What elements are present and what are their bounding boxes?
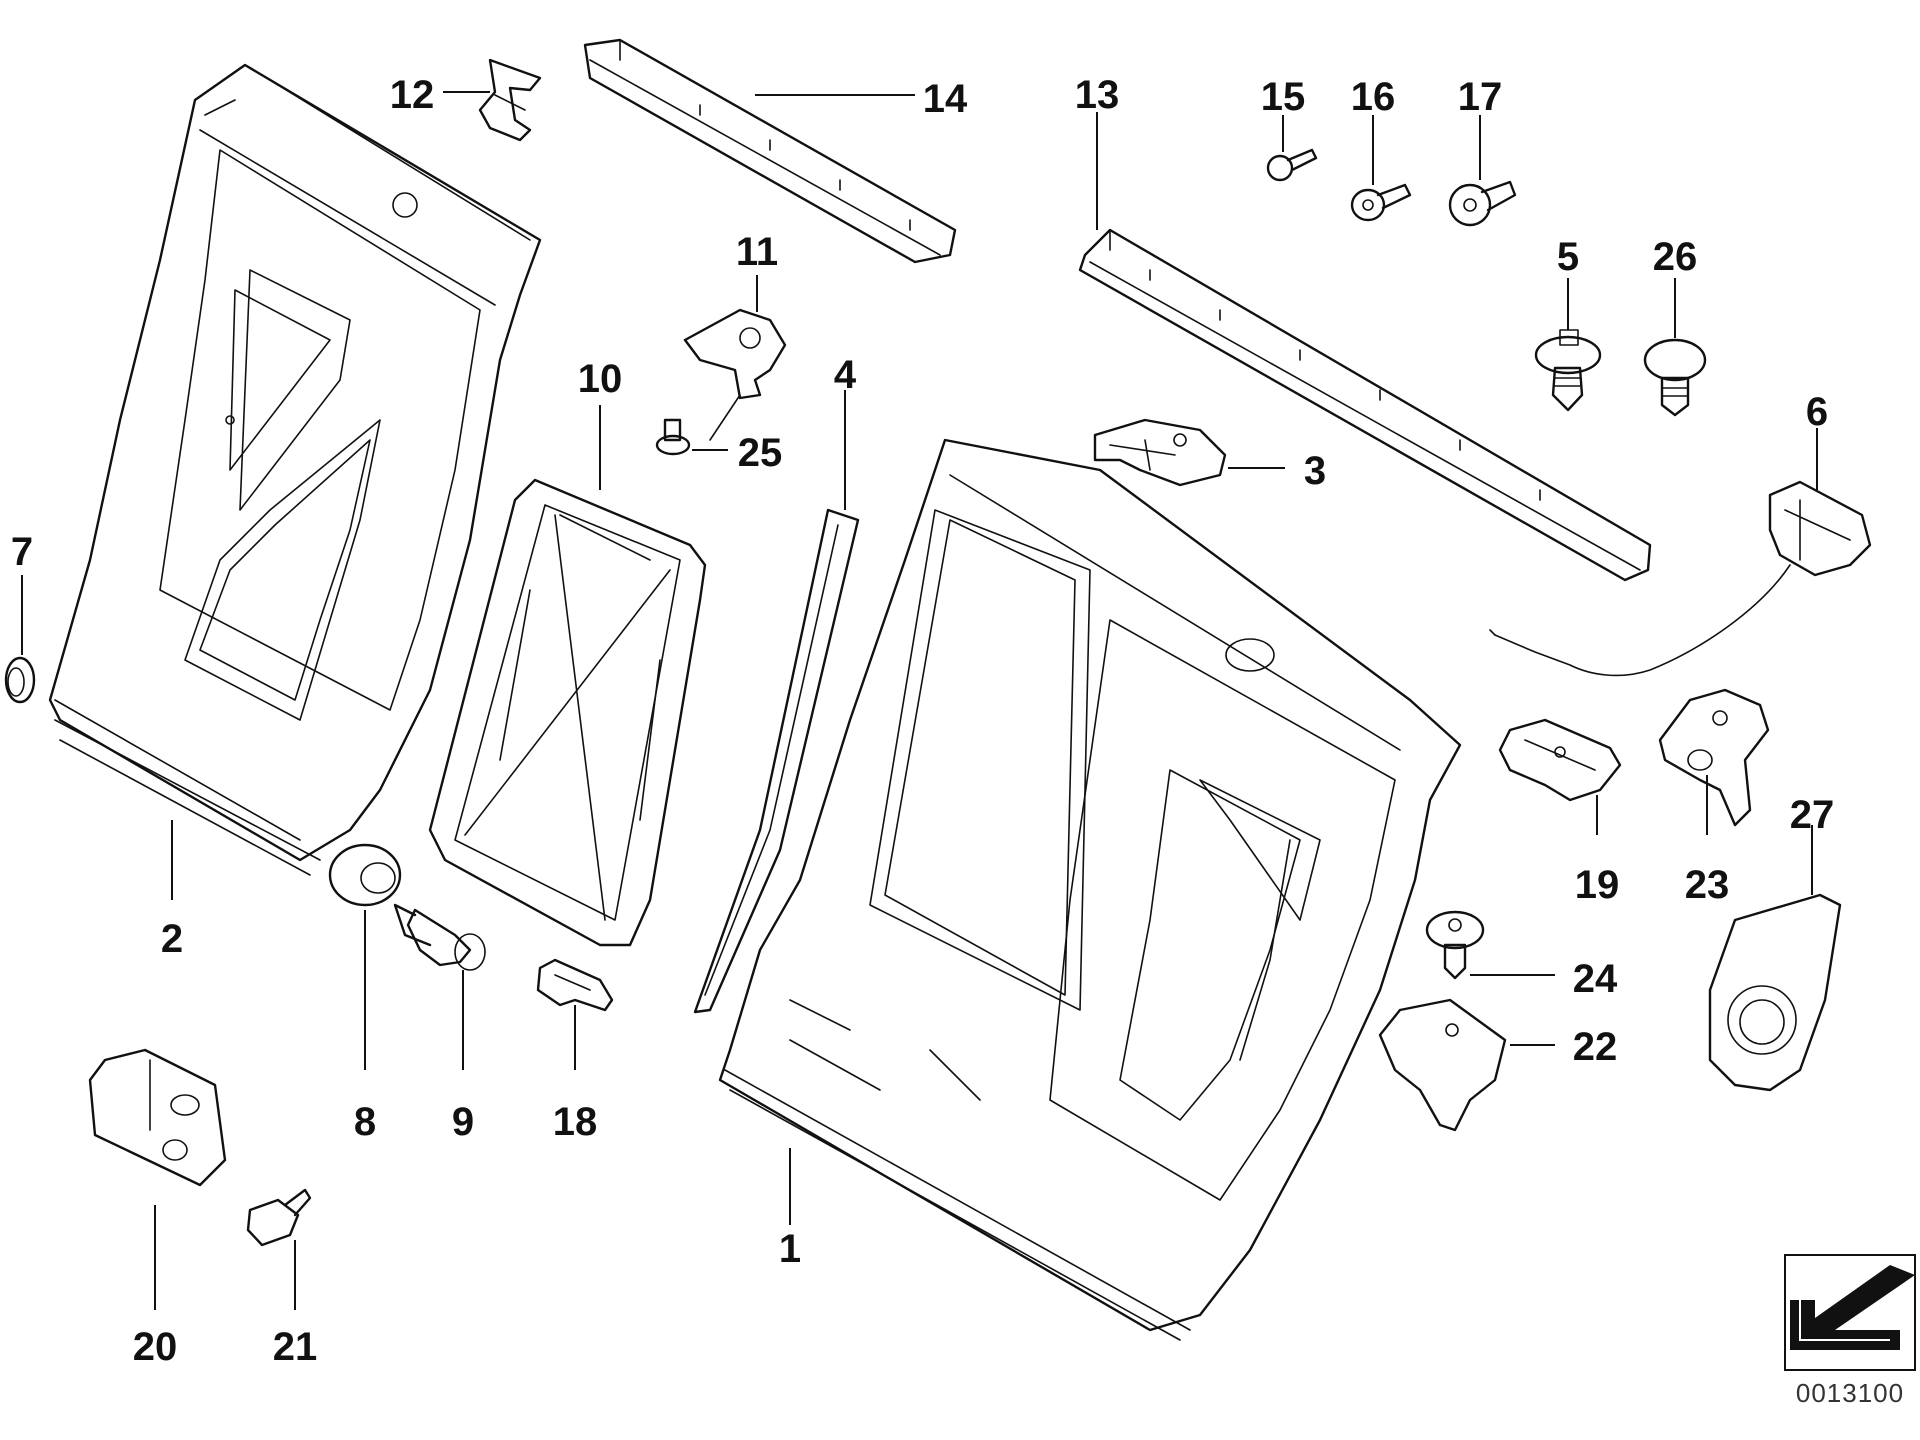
side-strip-icon bbox=[693, 508, 860, 1014]
bracket-icon bbox=[1498, 718, 1622, 802]
callout-18: 18 bbox=[553, 1100, 598, 1144]
callout-10: 10 bbox=[578, 357, 623, 401]
screw-icon bbox=[1266, 148, 1318, 182]
callout-14: 14 bbox=[923, 77, 968, 121]
cap-icon bbox=[4, 656, 36, 704]
hinge-icon bbox=[1658, 688, 1770, 827]
callout-2: 2 bbox=[161, 917, 183, 961]
rear-seat-backrest-frame-left-icon bbox=[48, 63, 542, 876]
callout-21: 21 bbox=[273, 1325, 318, 1369]
reinforcement-frame-icon bbox=[428, 478, 707, 947]
callout-13: 13 bbox=[1075, 73, 1120, 117]
callout-7: 7 bbox=[11, 530, 33, 574]
callout-23: 23 bbox=[1685, 863, 1730, 907]
callout-8: 8 bbox=[354, 1100, 376, 1144]
mounting-plate-icon bbox=[88, 1048, 227, 1187]
callout-3: 3 bbox=[1304, 449, 1326, 493]
document-number: 0013100 bbox=[1796, 1378, 1904, 1408]
view-direction-icon bbox=[1784, 1254, 1916, 1371]
latch-mechanism-icon bbox=[1093, 418, 1227, 487]
rear-seat-backrest-frame-right-icon bbox=[718, 438, 1462, 1341]
push-rivet-icon bbox=[1425, 910, 1485, 980]
callout-12: 12 bbox=[390, 73, 435, 117]
bushing-icon bbox=[328, 843, 402, 907]
bolt-icon bbox=[393, 903, 486, 971]
callout-1: 1 bbox=[779, 1227, 801, 1271]
cover-icon bbox=[1378, 998, 1507, 1132]
support-rail-right-icon bbox=[1078, 228, 1652, 582]
callout-25: 25 bbox=[738, 431, 783, 475]
callout-5: 5 bbox=[1557, 235, 1579, 279]
hinge-bracket-icon bbox=[683, 308, 787, 441]
collar-screw-large-icon bbox=[1448, 180, 1517, 227]
lock-with-bowden-cable-icon bbox=[1489, 480, 1872, 677]
callout-9: 9 bbox=[452, 1100, 474, 1144]
callout-26: 26 bbox=[1653, 235, 1698, 279]
trim-cover-icon bbox=[1708, 893, 1842, 1092]
callout-20: 20 bbox=[133, 1325, 178, 1369]
callout-17: 17 bbox=[1458, 75, 1503, 119]
callout-16: 16 bbox=[1351, 75, 1396, 119]
callout-24: 24 bbox=[1573, 957, 1618, 1001]
callout-6: 6 bbox=[1806, 390, 1828, 434]
support-rail-left-icon bbox=[583, 38, 957, 264]
plug-icon bbox=[1643, 338, 1707, 417]
callout-11: 11 bbox=[736, 230, 778, 274]
callout-22: 22 bbox=[1573, 1025, 1618, 1069]
callout-4: 4 bbox=[834, 353, 857, 397]
collar-screw-icon bbox=[1350, 183, 1412, 222]
hex-bolt-icon bbox=[246, 1188, 312, 1247]
callout-15: 15 bbox=[1261, 75, 1306, 119]
callout-27: 27 bbox=[1790, 793, 1835, 837]
callout-19: 19 bbox=[1575, 863, 1620, 907]
small-screw-icon bbox=[655, 418, 691, 456]
clip-icon bbox=[478, 58, 542, 142]
expanding-rivet-icon bbox=[1534, 329, 1602, 412]
clamp-icon bbox=[536, 958, 614, 1012]
